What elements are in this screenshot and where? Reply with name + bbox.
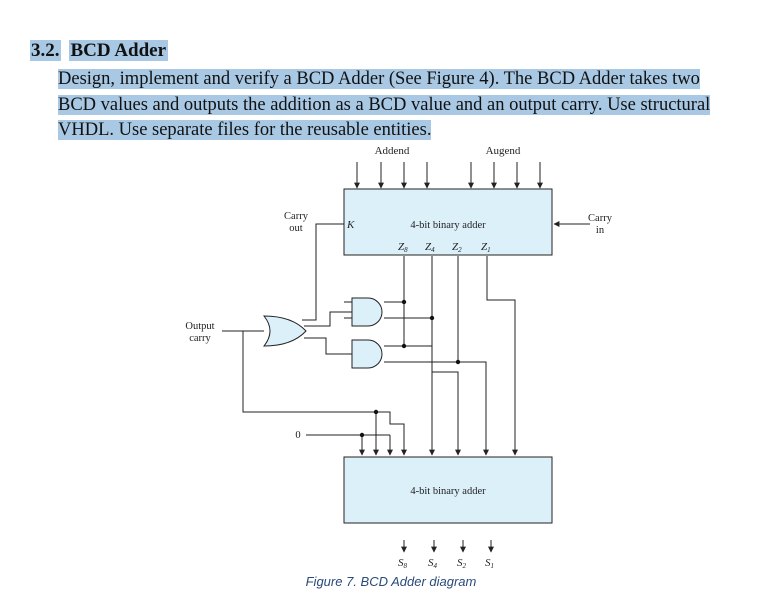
section-title: BCD Adder [68, 40, 169, 61]
z-wires [403, 256, 518, 456]
addend-input-arrows [354, 162, 430, 189]
figure-caption: Figure 7. BCD Adder diagram [305, 574, 477, 589]
bottom-binary-adder [343, 456, 553, 524]
svg-text:S8: S8 [398, 557, 408, 570]
top-adder-label: 4-bit binary adder [410, 220, 486, 231]
and-gate-1 [344, 297, 432, 327]
sum-output-labels: S8 S4 S2 S1 [398, 557, 494, 570]
svg-text:S2: S2 [457, 557, 467, 570]
carry-out-label-2: out [289, 223, 303, 234]
carry-in-label-2: in [596, 225, 605, 236]
svg-text:Z1: Z1 [481, 241, 491, 254]
k-label: K [346, 219, 355, 231]
paragraph-line-1: Design, implement and verify a BCD Adder… [58, 69, 700, 89]
zero-wire [306, 434, 365, 456]
paragraph-line-2: BCD values and outputs the addition as a… [58, 94, 711, 115]
sum-output-arrows [401, 540, 494, 553]
paragraph-line-3: VHDL. Use separate files for the reusabl… [58, 120, 432, 140]
or-gate [262, 315, 307, 347]
top-binary-adder [343, 188, 553, 256]
carry-in-label-1: Carry [588, 213, 613, 224]
carry-out-wire [302, 223, 344, 321]
svg-text:Z8: Z8 [398, 241, 408, 254]
section-paragraph: Design, implement and verify a BCD Adder… [58, 67, 774, 144]
and-gate-2 [351, 339, 458, 369]
bottom-adder-label: 4-bit binary adder [410, 486, 486, 497]
svg-text:S4: S4 [428, 557, 438, 570]
carry-out-label-1: Carry [284, 211, 309, 222]
output-carry-label-1: Output [185, 321, 214, 332]
and2-to-or [304, 337, 352, 355]
section-heading: 3.2. BCD Adder [30, 40, 169, 62]
augend-label: Augend [486, 145, 521, 157]
carry-feedback-wire [242, 331, 376, 413]
svg-text:Z2: Z2 [452, 241, 462, 254]
section-number: 3.2. [30, 40, 61, 61]
junction-dots [359, 299, 461, 438]
addend-label: Addend [375, 145, 410, 157]
zero-label: 0 [295, 430, 300, 441]
svg-text:Z4: Z4 [425, 241, 435, 254]
augend-input-arrows [468, 162, 543, 189]
and1-to-or [304, 311, 352, 327]
z-output-labels: Z8 Z4 Z2 Z1 [398, 241, 491, 254]
and-inputs-wires [351, 298, 353, 302]
output-carry-label-2: carry [189, 333, 211, 344]
svg-text:S1: S1 [485, 557, 494, 570]
